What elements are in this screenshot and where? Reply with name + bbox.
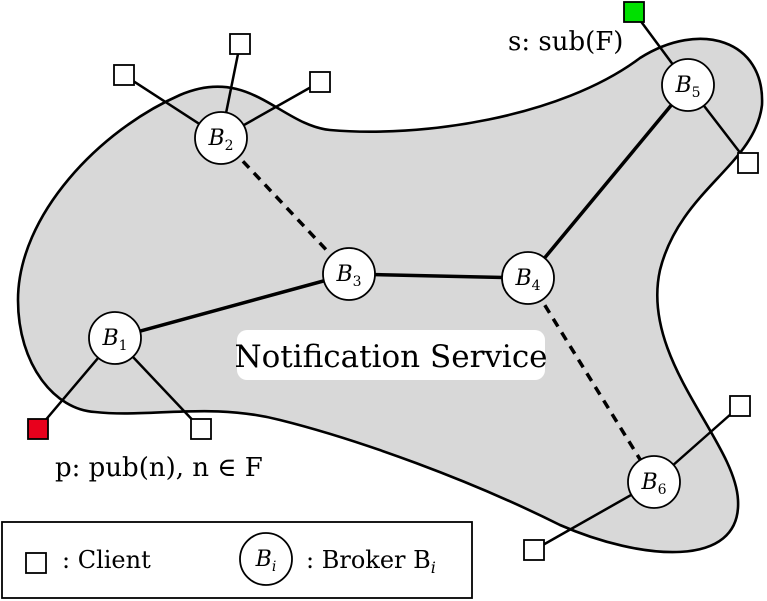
client-box — [113, 64, 135, 86]
link-b3-b4 — [348, 272, 529, 280]
legend-broker-circle — [239, 532, 293, 586]
svg-text:B2: B2 — [207, 126, 233, 154]
broker-label: B — [674, 73, 691, 98]
broker-b5: B5 — [661, 58, 715, 112]
broker-b6: B6 — [627, 455, 681, 509]
link-b4-b5 — [526, 83, 690, 280]
broker-label: B — [207, 126, 224, 151]
client-box — [229, 33, 251, 55]
broker-b1: B1 — [88, 311, 142, 365]
broker-label: B — [335, 262, 352, 287]
broker-label: B — [640, 470, 657, 495]
publisher-annotation: p: pub(n), n ∈ F — [55, 453, 263, 483]
link-b4-b6-dashed — [526, 277, 656, 483]
service-label: Notification Service — [234, 339, 547, 375]
broker-b4: B4 — [501, 251, 555, 305]
broker-label: B — [101, 326, 118, 351]
legend-broker-symbol: Bi — [255, 547, 277, 575]
legend-broker-label: : Broker Bi — [306, 546, 436, 577]
legend-frame — [1, 521, 473, 599]
broker-label: B — [514, 266, 531, 291]
notification-service-region — [16, 37, 764, 554]
legend-client-box — [25, 552, 47, 574]
client-box — [737, 152, 759, 174]
svg-text:B3: B3 — [335, 262, 361, 290]
legend-client-label: : Client — [62, 546, 151, 574]
link-b1-b3 — [114, 272, 350, 340]
legend: : Client Bi : Broker Bi — [1, 521, 473, 599]
broker-sub: 4 — [532, 278, 541, 294]
svg-text:B5: B5 — [674, 73, 700, 101]
broker-b2: B2 — [194, 111, 248, 165]
client-box — [523, 539, 545, 561]
client-box — [190, 418, 212, 440]
client-box — [729, 395, 751, 417]
service-label-bg — [237, 330, 545, 380]
client-box — [309, 71, 331, 93]
broker-sub: 2 — [225, 138, 234, 154]
broker-sub: 1 — [119, 338, 128, 354]
subscriber-annotation: s: sub(F) — [508, 27, 623, 57]
broker-sub: 5 — [692, 85, 701, 101]
svg-text:B1: B1 — [101, 326, 127, 354]
svg-text:B4: B4 — [514, 266, 540, 294]
svg-text:B6: B6 — [640, 470, 666, 498]
broker-sub: 3 — [353, 274, 362, 290]
broker-sub: 6 — [658, 482, 667, 498]
subscriber-client-box — [623, 1, 645, 23]
publisher-client-box — [27, 418, 49, 440]
broker-b3: B3 — [322, 247, 376, 301]
